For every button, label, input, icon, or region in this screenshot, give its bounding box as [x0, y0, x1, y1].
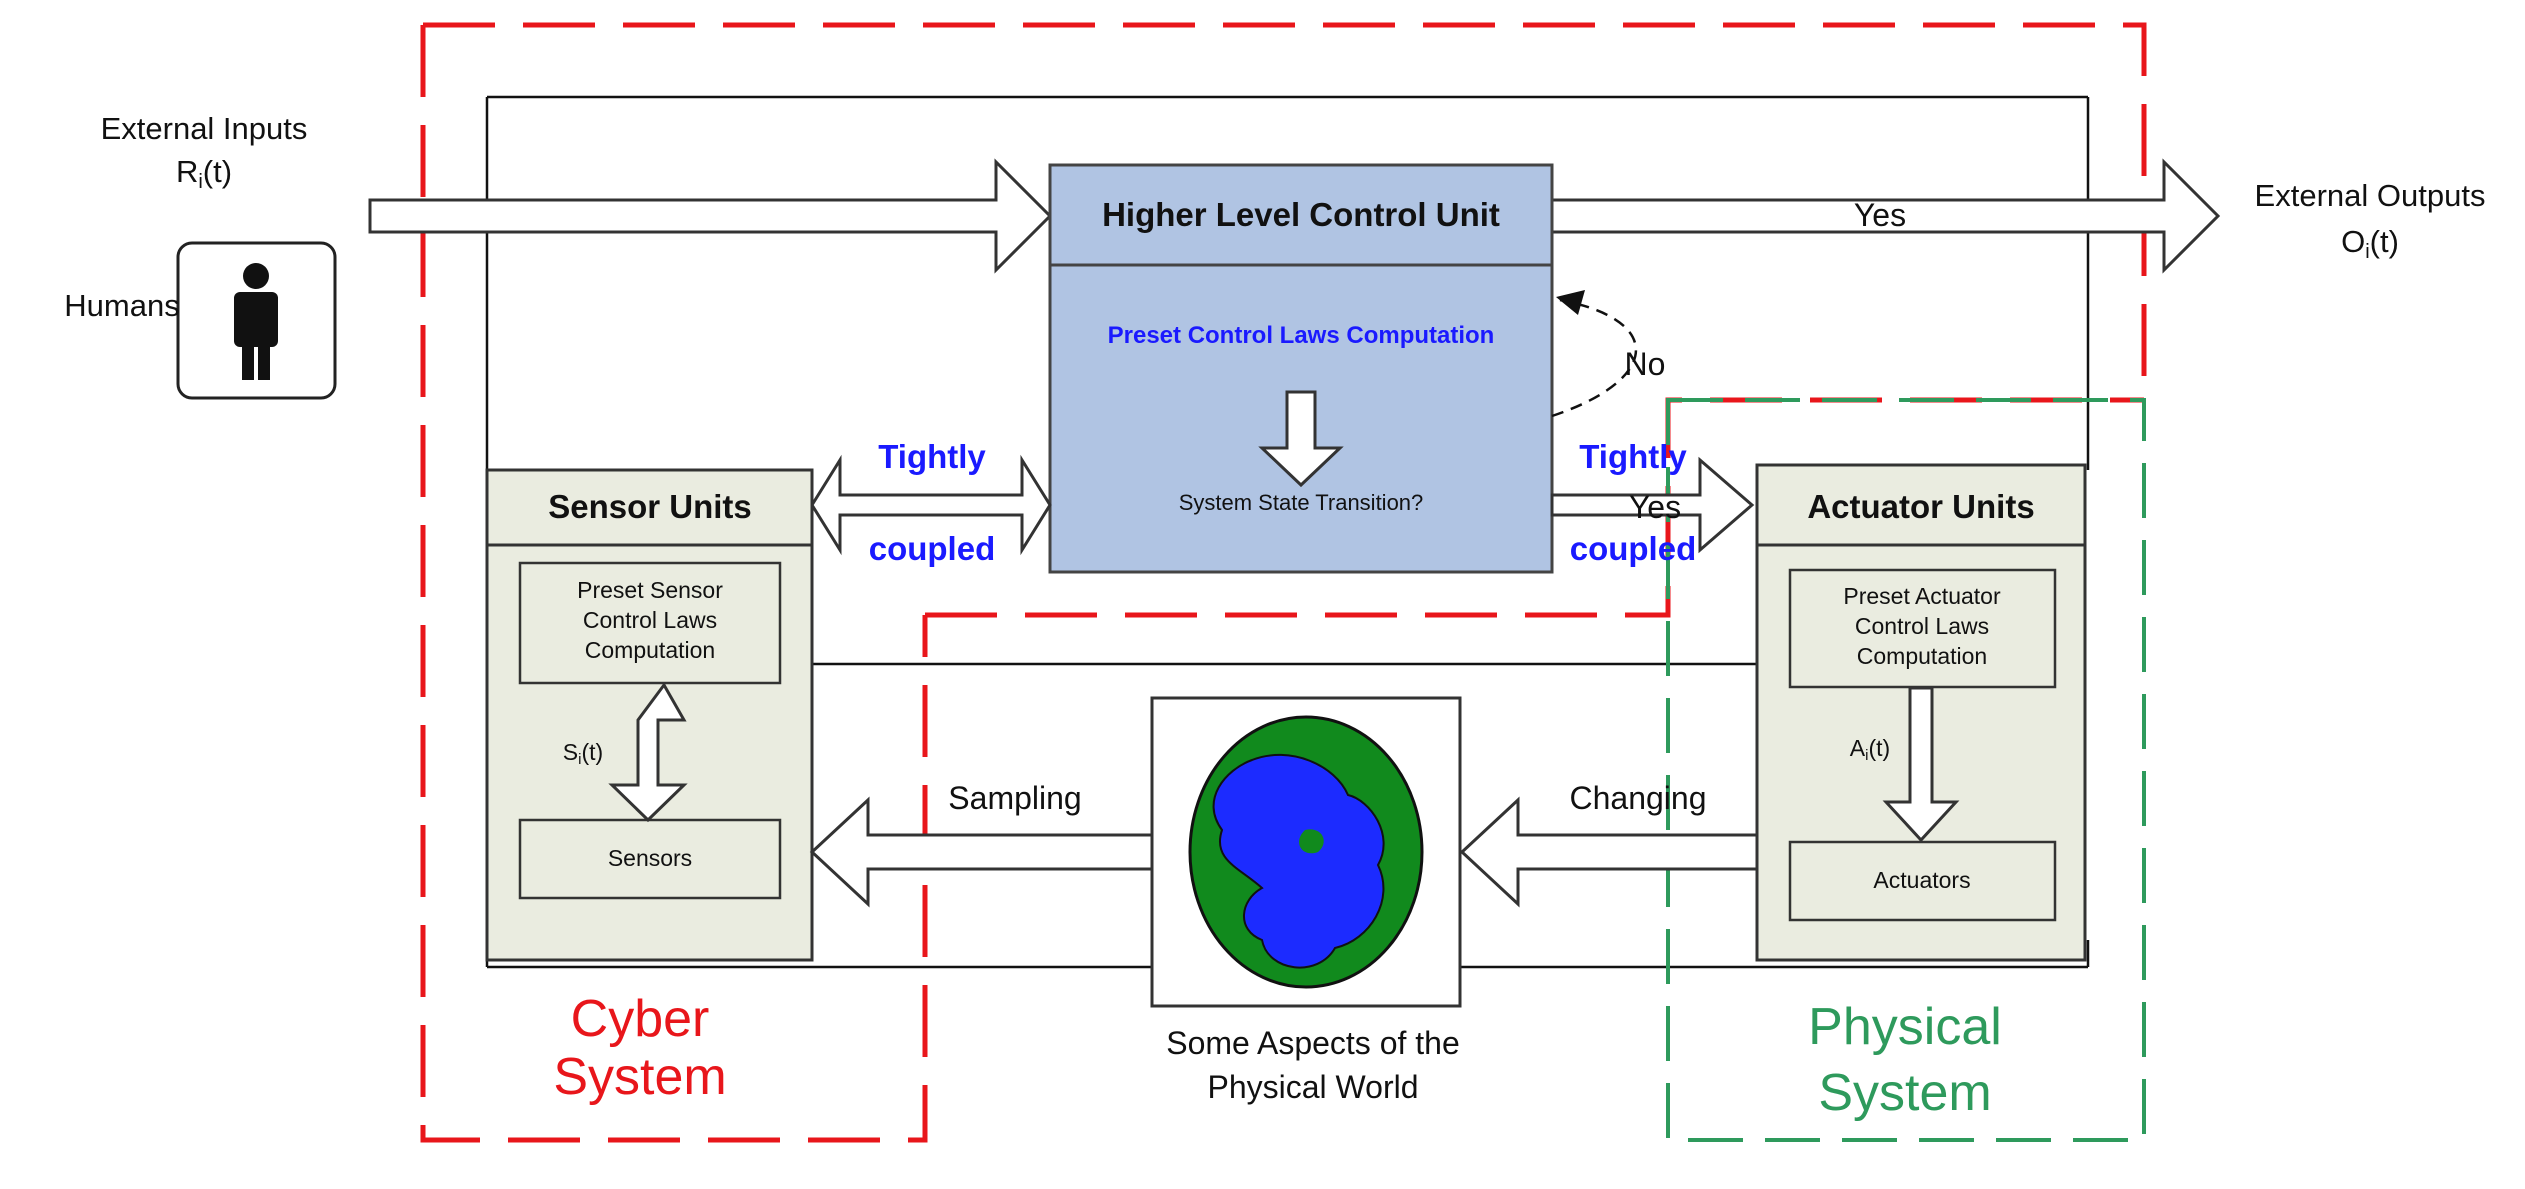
left-coupling-line2: coupled: [869, 530, 996, 567]
physical-world-line1: Some Aspects of the: [1166, 1025, 1460, 1061]
external-inputs-symbol-main: R: [176, 154, 198, 189]
sensor-signal-sub: i: [578, 751, 581, 768]
physical-system-line2: System: [1818, 1064, 1991, 1122]
actuator-laws-line1: Preset Actuator: [1843, 583, 2001, 609]
right-coupling-arrow: [1550, 456, 1755, 554]
output-arrow: [1550, 158, 2221, 274]
actuator-signal-label: Ai(t): [1850, 735, 1890, 764]
actuator-signal-args: (t): [1868, 735, 1890, 761]
humans-label: Humans: [64, 288, 179, 323]
actuator-signal-arrow: [1882, 686, 1960, 843]
right-coupling-line2: coupled: [1570, 530, 1697, 567]
actuator-signal-main: A: [1850, 735, 1866, 761]
humans-box: [176, 241, 337, 400]
external-inputs-title: External Inputs: [101, 111, 308, 146]
sensor-laws-line1: Preset Sensor: [577, 577, 723, 603]
sensor-laws-line2: Control Laws: [583, 607, 717, 633]
sensor-signal-main: S: [563, 739, 578, 765]
no-feedback-arrowhead: [1556, 290, 1585, 315]
sampling-label: Sampling: [948, 780, 1081, 816]
yes-bottom-label: Yes: [1629, 489, 1681, 525]
sampling-arrow: [809, 796, 1154, 908]
actuators-label: Actuators: [1873, 867, 1970, 893]
changing-label: Changing: [1570, 780, 1707, 816]
external-outputs-symbol: Oi(t): [2341, 224, 2399, 263]
physical-world-line2: Physical World: [1207, 1069, 1418, 1105]
external-inputs-symbol-args: (t): [203, 154, 232, 189]
external-inputs-symbol: Ri(t): [176, 154, 232, 193]
sensors-label: Sensors: [608, 845, 692, 871]
no-label: No: [1625, 346, 1666, 382]
actuator-signal-sub: i: [1865, 747, 1868, 764]
cyber-system-line2: System: [553, 1048, 726, 1106]
actuator-laws-line2: Control Laws: [1855, 613, 1989, 639]
external-inputs-symbol-sub: i: [198, 171, 202, 193]
external-outputs-symbol-sub: i: [2365, 241, 2369, 263]
sensor-signal-arrow: [608, 682, 688, 823]
left-coupling-arrow: [810, 454, 1052, 556]
no-feedback-curve: [1551, 298, 1638, 418]
external-outputs-title: External Outputs: [2255, 178, 2486, 213]
physical-world-box: [1150, 696, 1462, 1008]
external-outputs-symbol-main: O: [2341, 224, 2365, 259]
actuator-laws-line3: Computation: [1857, 643, 1987, 669]
person-icon: [234, 263, 278, 380]
actuator-units: [1755, 463, 2087, 962]
physical-system-line1: Physical: [1808, 998, 2002, 1056]
sensor-units-title: Sensor Units: [548, 488, 752, 525]
external-outputs-symbol-args: (t): [2370, 224, 2399, 259]
physical-boundary: [1666, 398, 2146, 1142]
left-coupling-line1: Tightly: [878, 438, 986, 475]
cyber-system-line1: Cyber: [571, 990, 710, 1048]
actuator-units-title: Actuator Units: [1807, 488, 2034, 525]
sensor-signal-label: Si(t): [563, 739, 603, 768]
control-unit: [1048, 163, 1554, 574]
earth-icon: [1188, 715, 1424, 989]
control-laws-label: Preset Control Laws Computation: [1108, 322, 1495, 349]
state-transition-label: System State Transition?: [1179, 490, 1424, 515]
yes-top-label: Yes: [1854, 197, 1906, 233]
right-coupling-line1: Tightly: [1579, 438, 1687, 475]
changing-arrow: [1459, 796, 1759, 908]
down-arrow: [1258, 390, 1344, 488]
sensor-laws-line3: Computation: [585, 637, 715, 663]
input-arrow: [368, 158, 1053, 274]
control-unit-title: Higher Level Control Unit: [1102, 196, 1500, 233]
sensor-signal-args: (t): [581, 739, 603, 765]
